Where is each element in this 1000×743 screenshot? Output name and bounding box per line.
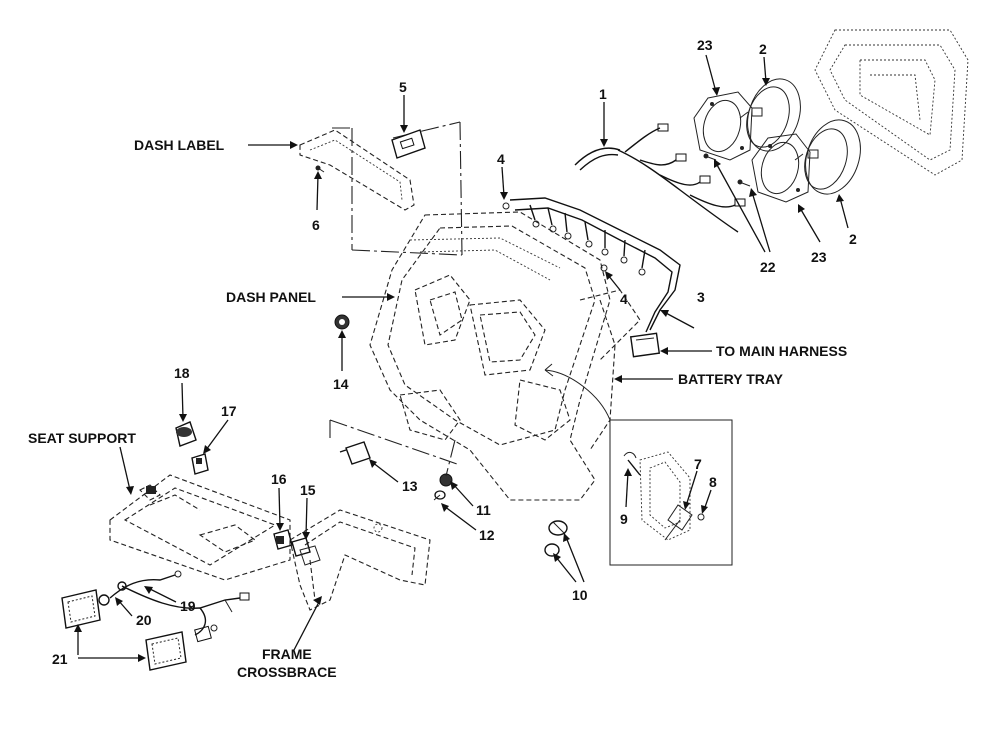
label-crossbrace: CROSSBRACE xyxy=(237,664,337,680)
callout-numbers: 1 2 2 3 4 4 5 6 7 8 9 10 11 12 13 14 15 … xyxy=(52,37,857,667)
callout-2-lower: 2 xyxy=(849,231,857,247)
label-to-main-harness: TO MAIN HARNESS xyxy=(716,343,847,359)
label-dash-label: DASH LABEL xyxy=(134,137,225,153)
gauge-wiring-harness xyxy=(574,123,746,233)
callout-3: 3 xyxy=(697,289,705,305)
callout-6: 6 xyxy=(312,217,320,233)
callout-23-upper: 23 xyxy=(697,37,713,53)
nut-and-washer xyxy=(433,439,456,501)
knob xyxy=(334,314,350,330)
callout-22: 22 xyxy=(760,259,776,275)
callout-7: 7 xyxy=(694,456,702,472)
callout-4-bottom: 4 xyxy=(620,291,628,307)
callout-1: 1 xyxy=(599,86,607,102)
callout-5: 5 xyxy=(399,79,407,95)
gauge-lower xyxy=(794,119,861,195)
lamp-socket xyxy=(544,520,568,557)
seat-support-part xyxy=(109,474,291,581)
lamp-wiring-harness xyxy=(109,570,250,643)
dash-wiring-harness xyxy=(502,197,681,358)
callout-17: 17 xyxy=(221,403,237,419)
label-dash-panel: DASH PANEL xyxy=(226,289,316,305)
callout-14: 14 xyxy=(333,376,349,392)
callout-19: 19 xyxy=(180,598,196,614)
frame-crossbrace-part xyxy=(289,509,431,611)
callout-15: 15 xyxy=(300,482,316,498)
label-frame: FRAME xyxy=(262,646,312,662)
dash-panel-part xyxy=(369,211,641,501)
callout-20: 20 xyxy=(136,612,152,628)
toggle-switch xyxy=(329,419,461,466)
dash-label-part xyxy=(299,121,463,256)
callout-13: 13 xyxy=(402,478,418,494)
callout-23-lower: 23 xyxy=(811,249,827,265)
callout-18: 18 xyxy=(174,365,190,381)
callout-2-upper: 2 xyxy=(759,41,767,57)
gasket-lower xyxy=(751,133,811,203)
label-battery-tray: BATTERY TRAY xyxy=(678,371,784,387)
callout-4-top: 4 xyxy=(497,151,505,167)
callout-11: 11 xyxy=(476,502,491,518)
background-phantom-housing xyxy=(814,29,969,176)
callout-9: 9 xyxy=(620,511,628,527)
gauge-upper xyxy=(739,78,801,152)
rear-lamp-lower xyxy=(145,631,187,671)
seat-switch xyxy=(175,421,209,475)
battery-tray-inset xyxy=(544,363,733,566)
crossbrace-switch xyxy=(273,529,321,566)
label-seat-support: SEAT SUPPORT xyxy=(28,430,136,446)
rear-lamp-upper xyxy=(61,589,110,629)
dash-switch xyxy=(391,129,426,159)
gasket-upper xyxy=(693,91,753,161)
callout-16: 16 xyxy=(271,471,287,487)
part-labels: DASH LABEL DASH PANEL SEAT SUPPORT FRAME… xyxy=(28,137,847,680)
callout-10: 10 xyxy=(572,587,588,603)
leader-lines xyxy=(74,54,849,662)
callout-12: 12 xyxy=(479,527,495,543)
callout-21: 21 xyxy=(52,651,68,667)
callout-8: 8 xyxy=(709,474,717,490)
